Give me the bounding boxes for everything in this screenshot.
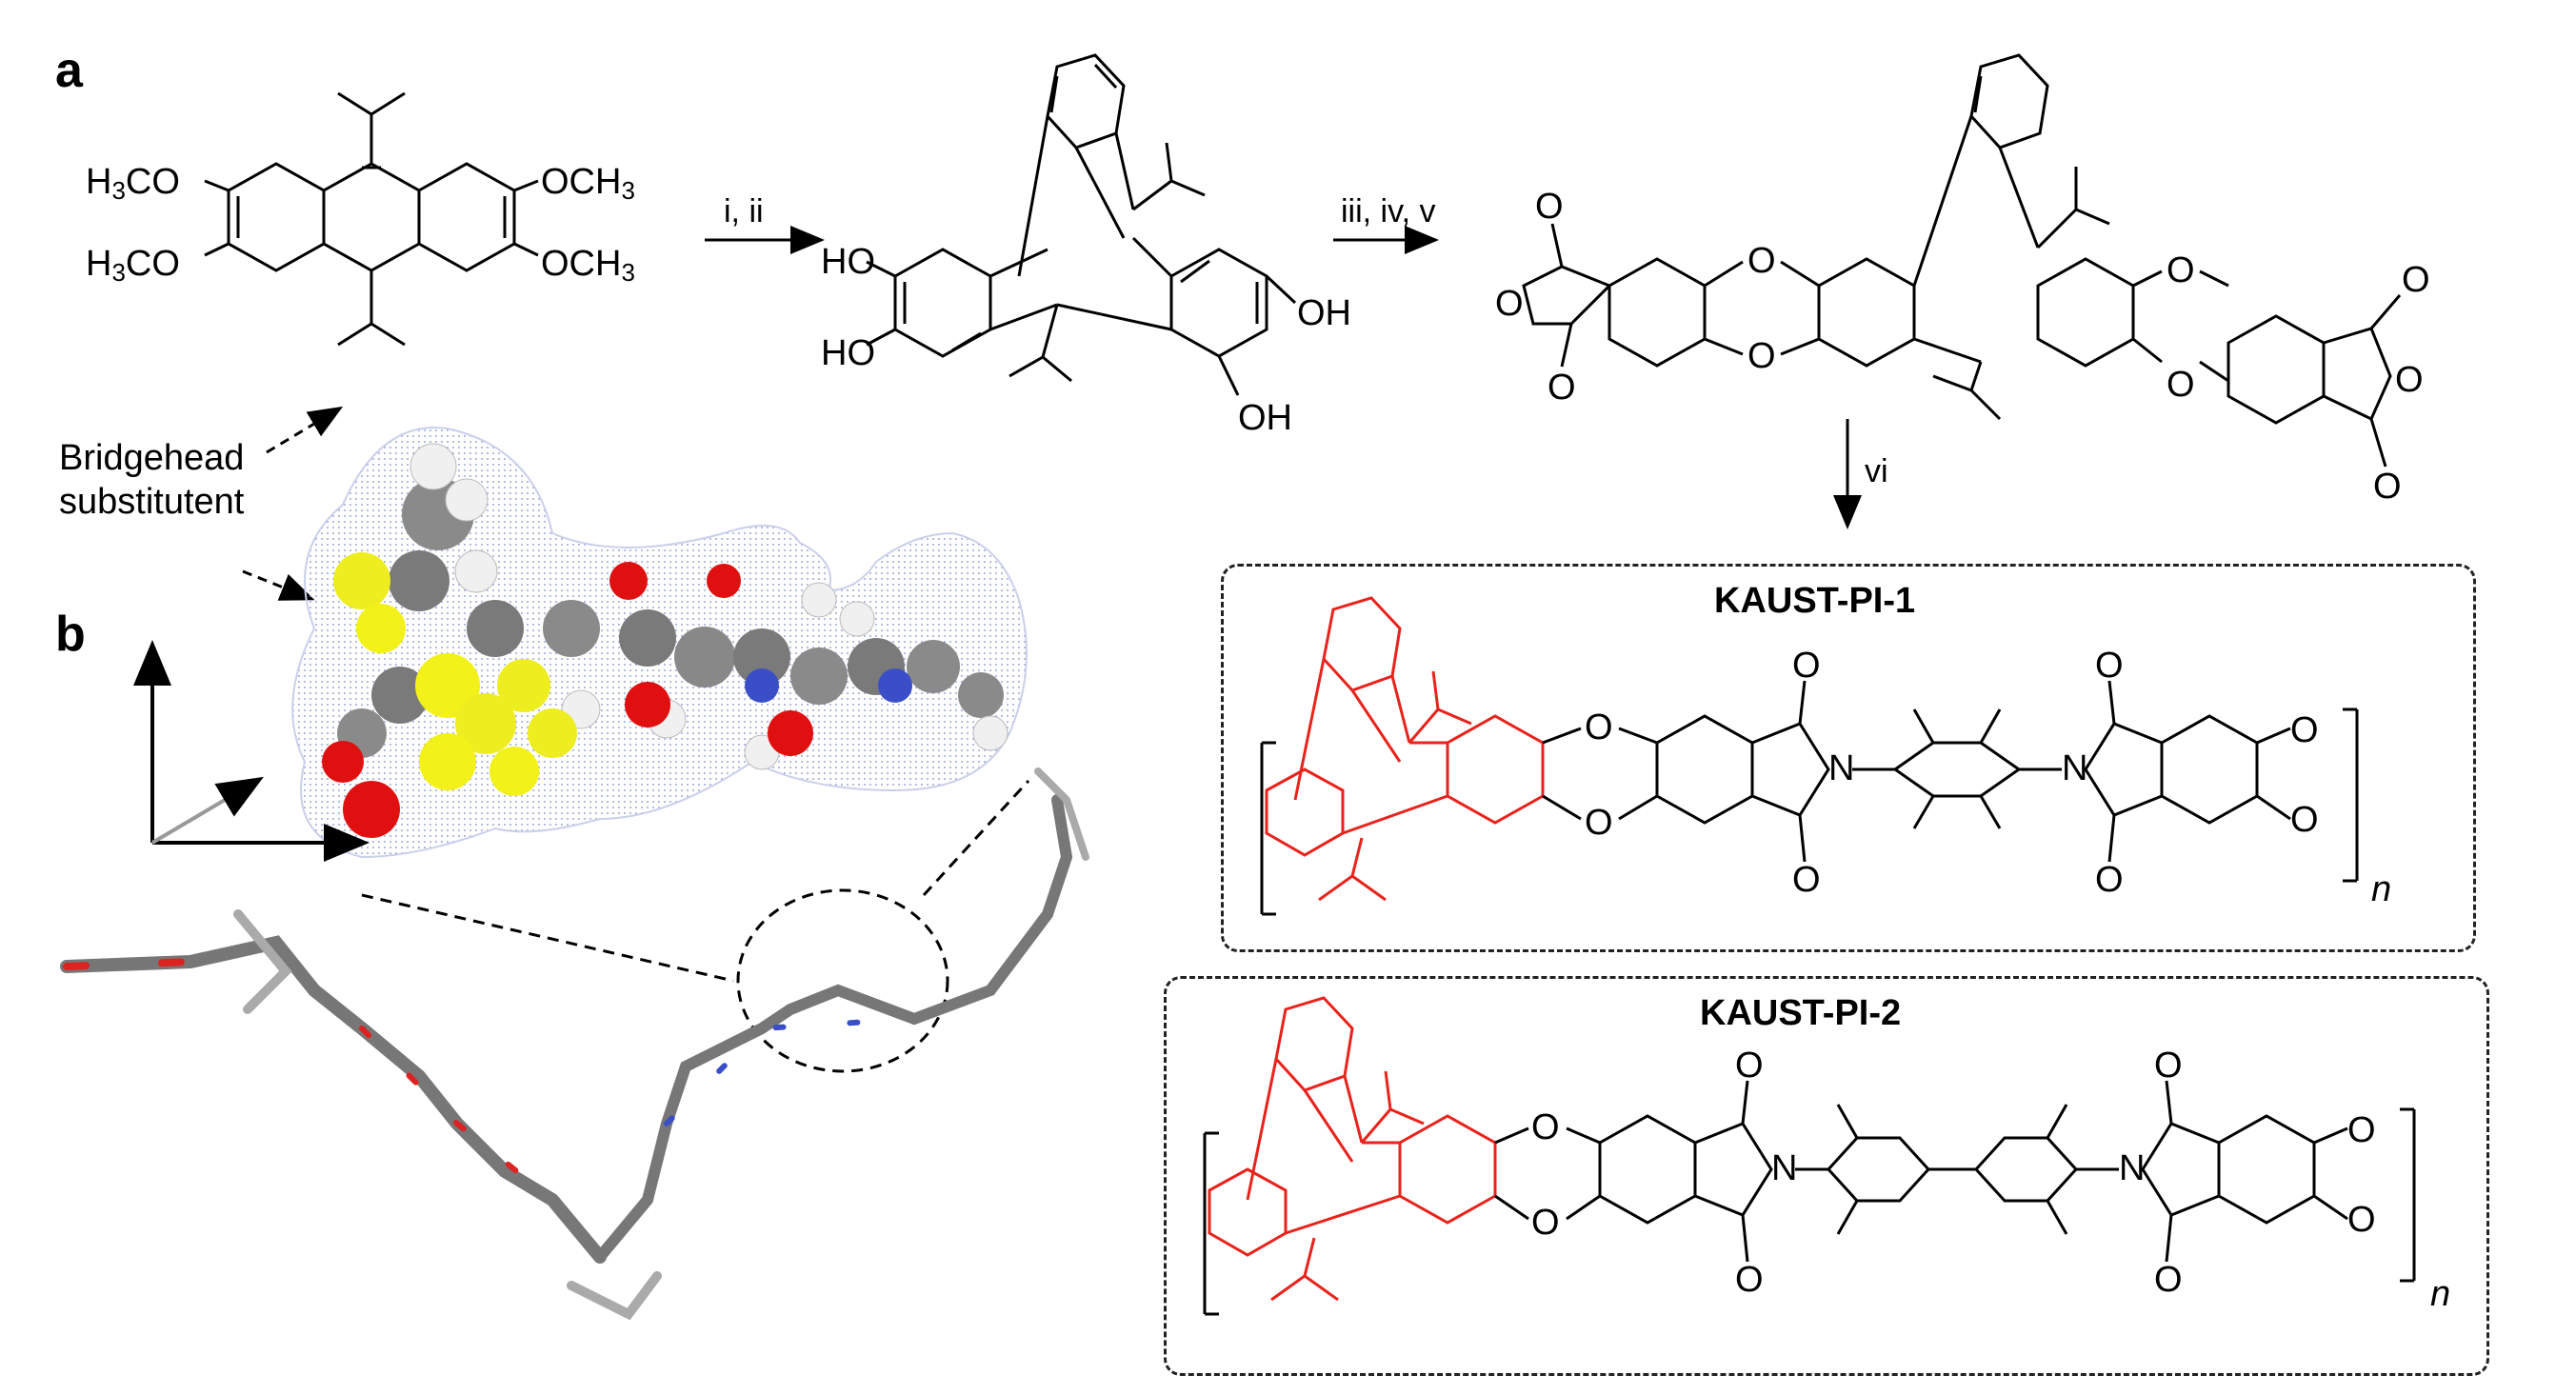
nitrogen-label: N [2119, 1148, 2146, 1188]
repeat-unit-n: n [2371, 869, 2392, 909]
kaust-pi-1-box [1221, 564, 2476, 952]
oxygen-label: O [2290, 710, 2319, 750]
oxygen-label: O [1548, 368, 1576, 408]
stick-model-chain [60, 767, 1089, 1321]
repeat-unit-n: n [2430, 1274, 2451, 1314]
oxygen-label: O [1747, 241, 1776, 281]
oxygen-label: O [1735, 1046, 1764, 1086]
methoxy-top-left: H3CO [86, 162, 180, 205]
oxygen-label: O [2095, 646, 2124, 686]
oxygen-label: O [1531, 1203, 1560, 1243]
methoxy-top-right: OCH3 [541, 162, 635, 205]
panel-label-b: b [55, 607, 86, 662]
oxygen-label: O [2167, 365, 2195, 405]
oxygen-label: O [1585, 803, 1613, 843]
nitrogen-label: N [1771, 1148, 1798, 1188]
kaust-pi-2-structure [1203, 996, 2416, 1316]
polymer-name-kaust-pi-2: KAUST-PI-2 [1700, 993, 1902, 1033]
oxygen-label: O [2347, 1110, 2376, 1150]
methoxy-bottom-right: OCH3 [541, 244, 635, 287]
methoxy-bottom-left: H3CO [86, 244, 180, 287]
kaust-pi-1-structure [1260, 596, 2359, 916]
space-filling-model [291, 427, 1028, 859]
polymer-name-kaust-pi-1: KAUST-PI-1 [1714, 581, 1916, 621]
reagents-step3: vi [1865, 453, 1888, 489]
panel-label-a: a [55, 43, 83, 98]
oxygen-label: O [2402, 260, 2430, 300]
oxygen-label: O [1792, 646, 1821, 686]
axes-icon [133, 640, 369, 862]
bridgehead-label-line1: Bridgehead [59, 438, 245, 478]
kaust-pi-2-box [1164, 976, 2489, 1376]
hydroxyl-3: OH [1297, 293, 1351, 333]
reagents-step2: iii, iv, v [1341, 193, 1436, 229]
hydroxyl-1: HO [821, 242, 875, 282]
oxygen-label: O [2395, 360, 2424, 400]
spiro-dianhydride [1522, 53, 2402, 468]
nitrogen-label: N [2062, 748, 2088, 788]
anthracene-monomer [204, 91, 539, 347]
oxygen-label: O [1585, 707, 1613, 747]
oxygen-label: O [2167, 250, 2195, 290]
oxygen-label: O [2154, 1046, 2183, 1086]
oxygen-label: O [1535, 187, 1564, 227]
oxygen-label: O [1531, 1107, 1560, 1147]
oxygen-label: O [1735, 1260, 1764, 1300]
oxygen-label: O [2290, 800, 2319, 840]
oxygen-label: O [1747, 336, 1776, 376]
hydroxyl-4: OH [1238, 398, 1292, 438]
triptycene-tetrol [866, 53, 1297, 396]
oxygen-label: O [2154, 1260, 2183, 1300]
reagents-step1: i, ii [724, 193, 764, 229]
oxygen-label: O [1495, 284, 1524, 324]
oxygen-label: O [2095, 860, 2124, 900]
nitrogen-label: N [1828, 748, 1855, 788]
oxygen-label: O [2373, 467, 2402, 507]
hydroxyl-2: HO [821, 333, 875, 373]
bridgehead-label-line2: substitutent [59, 482, 245, 522]
oxygen-label: O [2347, 1200, 2376, 1240]
oxygen-label: O [1792, 860, 1821, 900]
